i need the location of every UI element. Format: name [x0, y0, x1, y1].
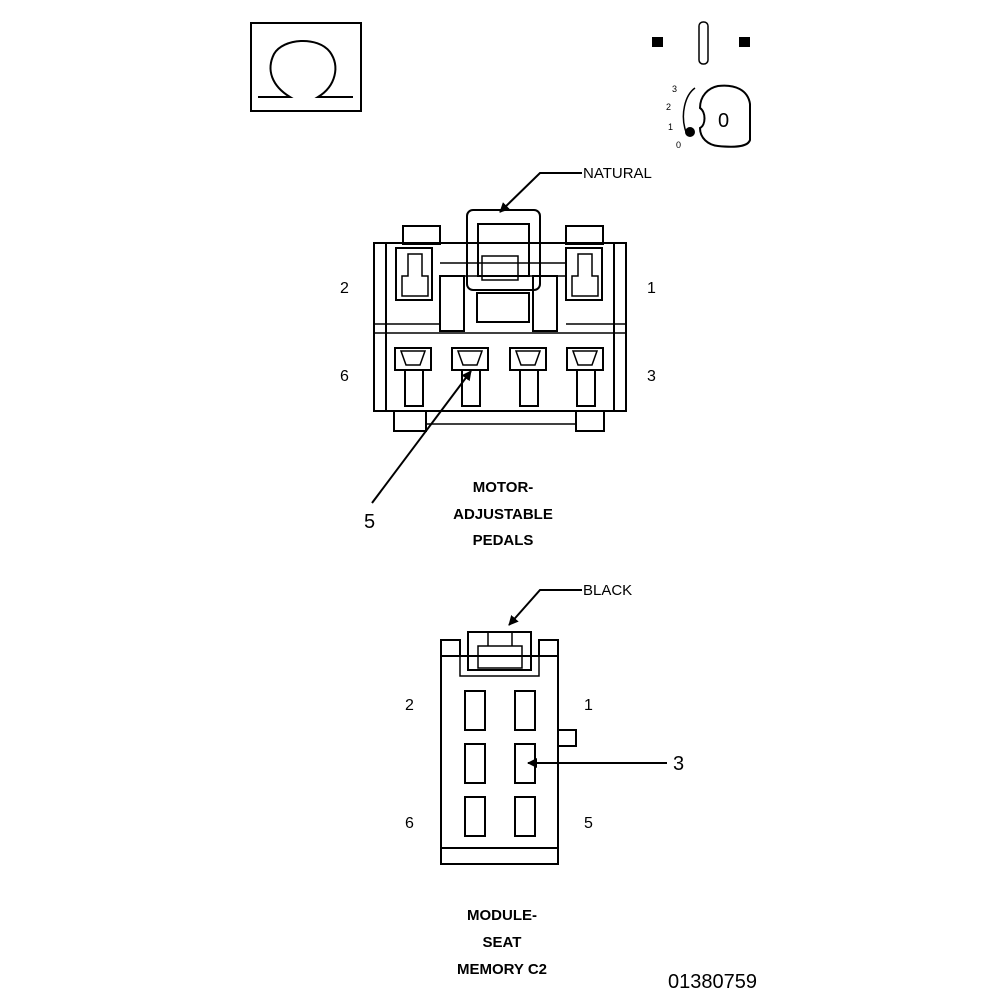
cavity-pin-1 — [514, 690, 536, 731]
top-pin-label-1: 1 — [647, 280, 656, 297]
omega-symbol-icon — [250, 22, 362, 112]
bottom-pin-label-6: 6 — [405, 815, 414, 832]
cavity-pin-6 — [394, 347, 432, 407]
bottom-pin-label-2: 2 — [405, 697, 414, 714]
cavity-pin-4 — [509, 347, 547, 407]
top-pin-label-2: 2 — [340, 280, 349, 297]
top-pin-label-3: 3 — [647, 368, 656, 385]
pin3-callout-label: 3 — [673, 753, 684, 775]
cavity-pin-3 — [566, 347, 604, 407]
black-color-label: BLACK — [583, 582, 632, 599]
ignition-position-0: 0 — [676, 140, 681, 150]
cavity-pin-2 — [395, 247, 433, 301]
top-connector-title-line1: MOTOR- — [473, 479, 534, 496]
top-connector-title-line2: ADJUSTABLE — [453, 506, 553, 523]
cavity-pin-2 — [464, 690, 486, 731]
ignition-key-label: 0 — [718, 110, 729, 132]
cavity-pin-1 — [565, 247, 603, 301]
module-seat-memory-c2-connector — [440, 631, 577, 865]
ignition-position-3: 3 — [672, 84, 677, 94]
natural-callout-leader — [499, 172, 582, 213]
cavity-pin-4 — [464, 743, 486, 784]
pin5-callout-label: 5 — [364, 511, 375, 533]
figure-id: 01380759 — [668, 971, 757, 993]
bottom-pin-label-1: 1 — [584, 697, 593, 714]
natural-color-label: NATURAL — [583, 165, 652, 182]
cavity-pin-6 — [464, 796, 486, 837]
cavity-pin-5 — [514, 796, 536, 837]
top-pin-label-6: 6 — [340, 368, 349, 385]
bottom-connector-title-line3: MEMORY C2 — [457, 961, 547, 978]
motor-adjustable-pedals-connector — [373, 209, 627, 432]
ignition-position-2: 2 — [666, 102, 671, 112]
ignition-position-1: 1 — [668, 122, 673, 132]
black-callout-leader — [508, 589, 582, 626]
bottom-pin-label-5: 5 — [584, 815, 593, 832]
ignition-key-icon: 3 2 1 0 0 — [652, 21, 751, 150]
pin5-callout-leader — [371, 370, 472, 504]
cavity-pin-5 — [451, 347, 489, 407]
bottom-connector-title-line2: SEAT — [483, 934, 522, 951]
bottom-connector-title-line1: MODULE- — [467, 907, 537, 924]
top-connector-title-line3: PEDALS — [473, 532, 534, 549]
